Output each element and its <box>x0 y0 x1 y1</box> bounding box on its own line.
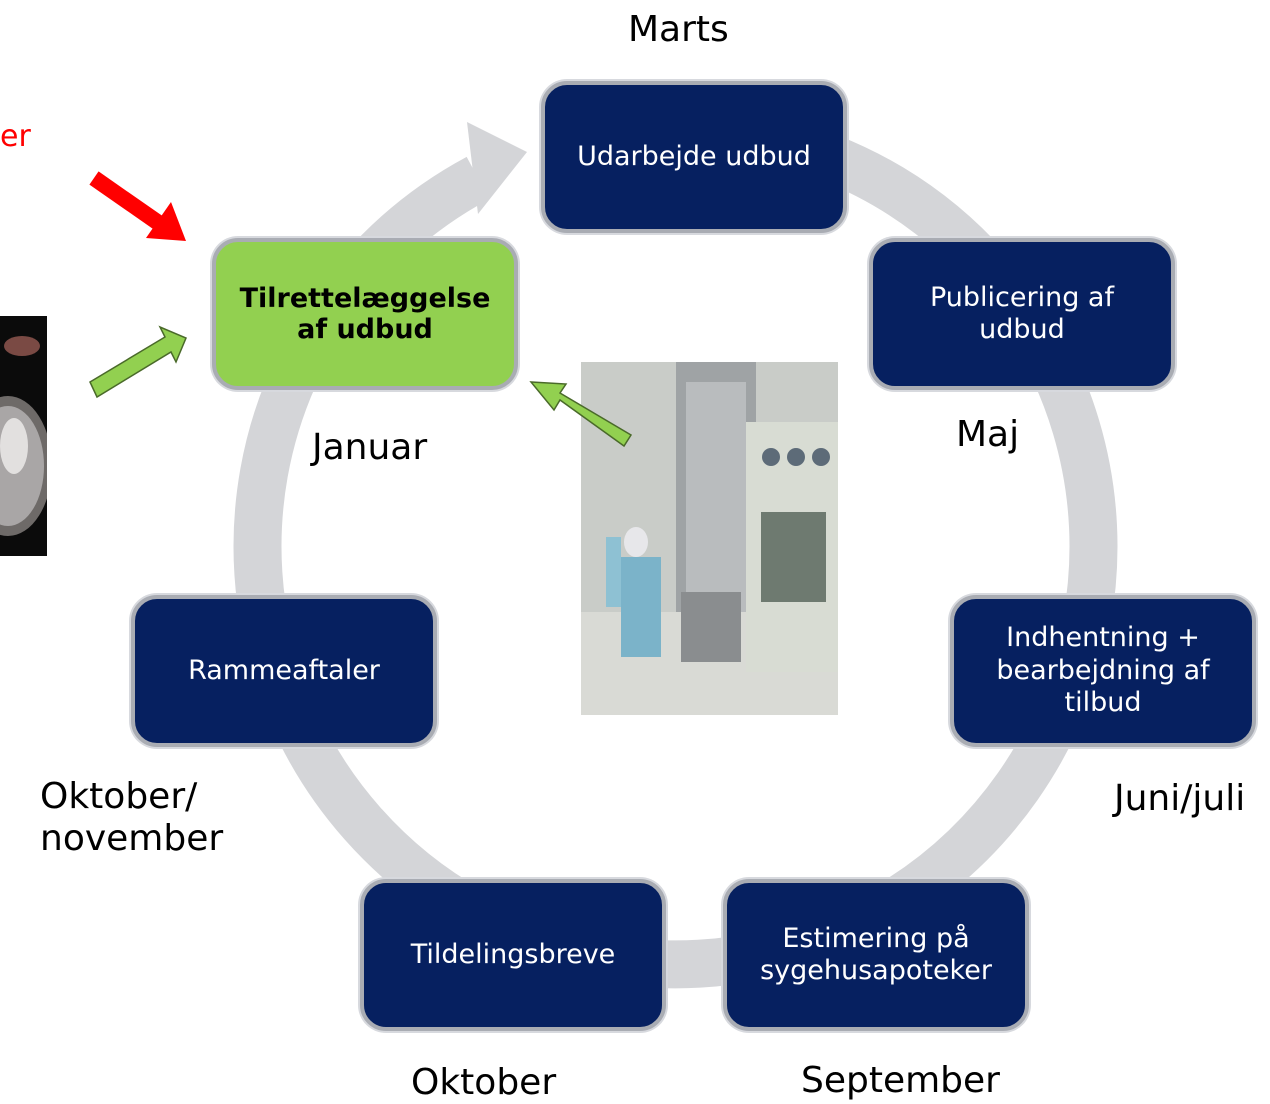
step-indhentning: Indhentning + bearbejdning af tilbud <box>950 595 1256 747</box>
month-oktober: Oktober <box>411 1062 557 1103</box>
step-tilrettelaeggelse-label: Tilrettelæggelse af udbud <box>239 282 491 345</box>
month-maj: Maj <box>956 414 1020 455</box>
month-september: September <box>801 1060 1000 1101</box>
step-udarbejde-udbud: Udarbejde udbud <box>541 81 847 233</box>
step-tildelingsbreve-label: Tildelingsbreve <box>410 938 616 970</box>
center-photo <box>581 362 838 715</box>
step-publicering-af-udbud: Publicering af udbud <box>869 238 1175 390</box>
step-estimering-label: Estimering på sygehusapoteker <box>760 922 992 986</box>
step-publicering-label: Publicering af udbud <box>929 281 1114 345</box>
step-tilrettelaeggelse: Tilrettelæggelse af udbud <box>212 238 518 390</box>
cycle-ring-arrowhead <box>467 122 527 214</box>
step-rammeaftaler: Rammeaftaler <box>131 595 437 747</box>
left-photo <box>0 316 47 556</box>
step-udarbejde-udbud-label: Udarbejde udbud <box>577 140 811 172</box>
month-marts: Marts <box>628 9 729 50</box>
step-rammeaftaler-label: Rammeaftaler <box>188 654 380 686</box>
cycle-ring-arc <box>233 135 1118 989</box>
month-juni-juli: Juni/juli <box>1114 778 1246 819</box>
cropped-red-text: er <box>0 119 31 154</box>
month-oktober-november: Oktober/ november <box>40 776 224 860</box>
step-indhentning-label: Indhentning + bearbejdning af tilbud <box>996 622 1210 719</box>
month-januar: Januar <box>312 427 428 468</box>
step-estimering: Estimering på sygehusapoteker <box>723 879 1029 1031</box>
step-tildelingsbreve: Tildelingsbreve <box>360 879 666 1031</box>
